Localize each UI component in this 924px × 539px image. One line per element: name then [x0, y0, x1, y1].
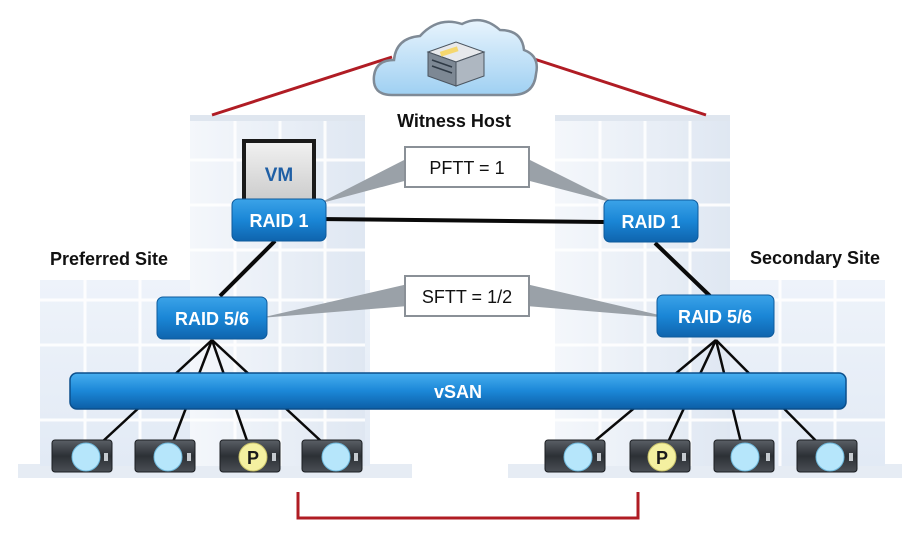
disk-left-1: [51, 439, 113, 473]
preferred-site-label: Preferred Site: [50, 249, 168, 269]
disk-right-parity: P: [629, 439, 691, 473]
server-icon: [426, 41, 486, 87]
disk-left-4: [301, 439, 363, 473]
raid1-left-label: RAID 1: [249, 211, 308, 231]
secondary-site-label: Secondary Site: [750, 248, 880, 268]
vsan-bar: vSAN: [69, 372, 847, 410]
disk-right-4: [796, 439, 858, 473]
parity-label-right: P: [656, 448, 668, 468]
pftt-callout: PFTT = 1: [404, 146, 530, 188]
raid1-left-box: RAID 1: [231, 198, 327, 242]
sftt-beams: [260, 284, 672, 318]
pftt-label: PFTT = 1: [429, 158, 504, 178]
raid1-right-box: RAID 1: [603, 199, 699, 243]
vm-label: VM: [265, 165, 294, 186]
disk-left-2: [134, 439, 196, 473]
inter-site-link: [296, 492, 640, 520]
disk-right-1: [544, 439, 606, 473]
raid56-right-box: RAID 5/6: [656, 294, 775, 338]
parity-label-left: P: [247, 448, 259, 468]
sftt-callout: SFTT = 1/2: [404, 275, 530, 317]
disk-left-parity: P: [219, 439, 281, 473]
raid56-right-label: RAID 5/6: [678, 307, 752, 327]
raid-connectors: [218, 217, 712, 298]
raid56-left-box: RAID 5/6: [156, 296, 268, 340]
raid56-left-label: RAID 5/6: [175, 309, 249, 329]
witness-host-label: Witness Host: [397, 111, 511, 131]
disk-right-3: [713, 439, 775, 473]
vm-icon: VM: [242, 139, 316, 207]
pftt-beams: [318, 158, 618, 204]
vsan-label: vSAN: [434, 382, 482, 402]
raid1-right-label: RAID 1: [621, 212, 680, 232]
sftt-label: SFTT = 1/2: [422, 287, 512, 307]
witness-links: [211, 55, 707, 117]
